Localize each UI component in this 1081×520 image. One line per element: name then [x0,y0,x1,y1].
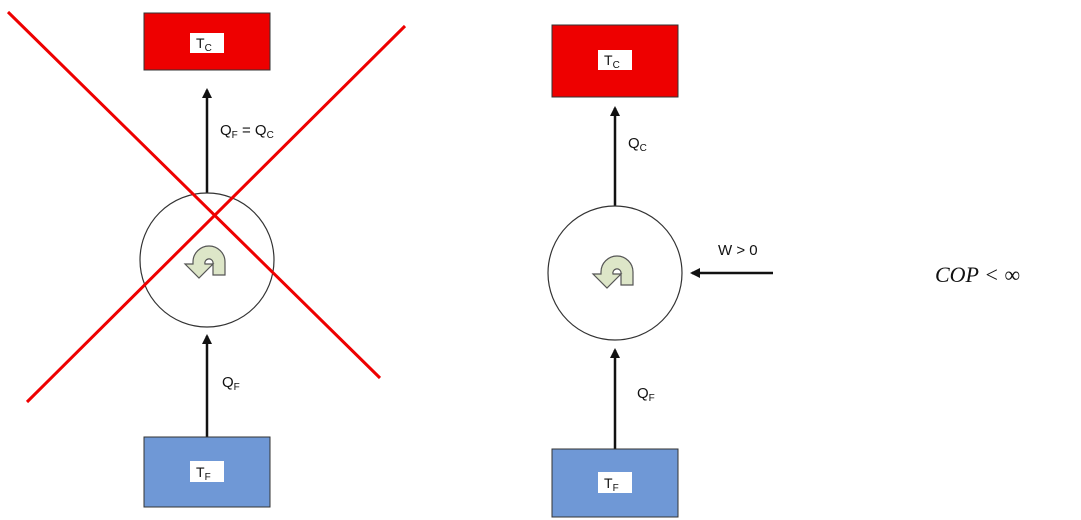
left-cold-label: TF [196,464,211,483]
left-cycle-arrow-icon [183,245,226,279]
right-lower-flow-label: QF [637,385,655,404]
left-diagram: TC QF = QC QF TF [6,10,407,508]
right-upper-flow-label: QC [628,135,647,154]
right-hot-label: TC [604,52,620,71]
right-cycle-arrow-icon [591,255,634,289]
right-cycle-circle [547,205,683,341]
left-hot-label-box [190,33,224,53]
work-label: W > 0 [718,242,758,259]
right-cold-label-box [598,472,632,493]
cross-line-1 [6,10,382,380]
cross-line-2 [25,24,407,404]
left-lower-flow-label: QF [222,374,240,393]
right-diagram: TC QC W > 0 QF TF [547,24,773,518]
left-cold-label-box [190,461,224,482]
cop-formula: COP < ∞ [935,262,1020,287]
right-cold-label: TF [604,475,619,494]
right-hot-label-box [598,50,632,70]
left-upper-flow-label: QF = QC [220,122,274,141]
left-hot-label: TC [196,35,212,54]
